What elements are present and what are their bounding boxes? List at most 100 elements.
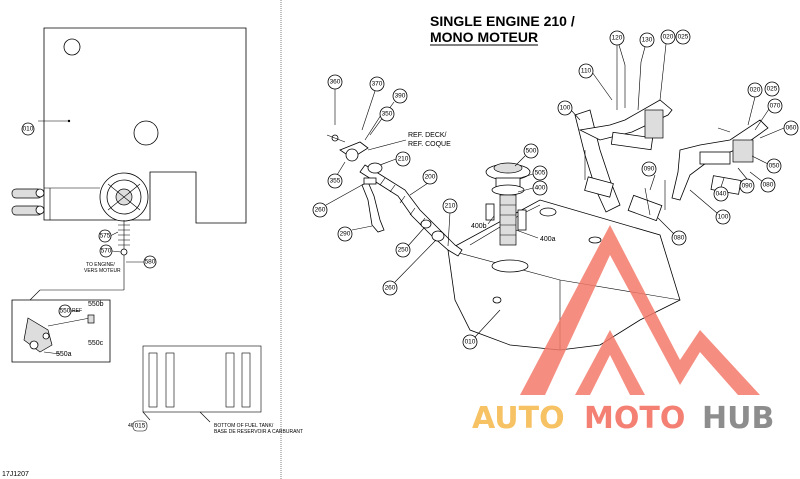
callout-080-lower-text: 080: [674, 235, 685, 242]
callout-550[interactable]: 550: [58, 304, 80, 318]
callout-100-upper-text: 100: [560, 105, 571, 112]
detail-box-550: [11, 299, 111, 363]
callout-010-right-text: 010: [465, 339, 476, 346]
callout-110-text: 110: [581, 68, 592, 75]
callout-575[interactable]: 575: [98, 229, 119, 243]
callout-505-text: 505: [535, 170, 546, 177]
callout-020-top[interactable]: 020: [660, 29, 676, 45]
callout-260-lower-text: 260: [385, 285, 396, 292]
callout-580[interactable]: 580: [126, 255, 157, 269]
callout-130[interactable]: 130: [639, 32, 655, 48]
callout-025-top-text: 025: [678, 34, 689, 41]
diagram-id: 17J1207: [2, 471, 29, 478]
callout-500-text: 500: [526, 148, 537, 155]
callout-130-text: 130: [642, 37, 653, 44]
callout-290[interactable]: 290: [337, 225, 373, 242]
callout-050[interactable]: 050: [751, 155, 782, 174]
callout-360[interactable]: 360: [327, 74, 343, 125]
callout-025-top[interactable]: 025: [675, 29, 691, 45]
callout-550-text: 550: [60, 308, 71, 315]
callout-250[interactable]: 250: [395, 227, 425, 258]
callout-390-text: 390: [395, 93, 406, 100]
callout-100-upper[interactable]: 100: [557, 100, 581, 121]
bracket-lower: [584, 119, 769, 222]
callout-080-lower[interactable]: 080: [657, 217, 687, 246]
callout-570[interactable]: 570: [99, 244, 122, 258]
callout-020-top-text: 020: [663, 34, 674, 41]
fuel-pump-assembly: [485, 162, 531, 246]
callout-210-lower-text: 210: [445, 203, 456, 210]
fuel-tank-top-view: [11, 27, 247, 270]
watermark-logo: AUTO MOTO HUB: [472, 225, 774, 436]
callout-400[interactable]: 400: [517, 180, 548, 196]
callout-090-upper[interactable]: 090: [641, 161, 657, 191]
callout-020-right[interactable]: 020: [747, 82, 763, 98]
callout-060-text: 060: [786, 125, 797, 132]
watermark-auto: AUTO: [472, 401, 565, 436]
callout-575-text: 575: [100, 233, 111, 240]
callout-210-upper-text: 210: [398, 156, 409, 163]
callout-090-lower[interactable]: 090: [737, 167, 755, 194]
callout-500[interactable]: 500: [514, 143, 539, 167]
watermark-hub: HUB: [702, 401, 774, 436]
ref-deck-label-2: REF. COQUE: [408, 141, 451, 148]
to-engine-label-2: VERS MOTEUR: [84, 268, 121, 274]
callout-020-right-text: 020: [750, 87, 761, 94]
callout-260-upper[interactable]: 260: [312, 184, 363, 218]
title-line-2: MONO MOTEUR: [430, 29, 538, 45]
callout-010-left-text: 010: [23, 126, 34, 133]
callout-100-lower-text: 100: [718, 214, 729, 221]
bracket-upper: [574, 60, 673, 213]
callout-010-left[interactable]: 010: [21, 122, 35, 136]
callout-360-text: 360: [330, 79, 341, 86]
callout-250-text: 250: [398, 247, 409, 254]
callout-370[interactable]: 370: [361, 76, 385, 131]
callout-210-lower[interactable]: 210: [442, 198, 458, 247]
callout-350-text: 350: [382, 111, 393, 118]
ref-deck-label-1: REF. DECK/: [408, 132, 447, 139]
callout-200[interactable]: 200: [409, 169, 438, 196]
callout-120-text: 120: [612, 35, 623, 42]
label-550b: 550b: [88, 301, 104, 308]
callout-040-text: 040: [716, 191, 727, 198]
label-400a: 400a: [540, 236, 556, 243]
bottom-tank-label-1: BOTTOM OF FUEL TANK/: [214, 423, 274, 429]
label-550c: 550c: [88, 340, 104, 347]
callout-400-text: 400: [535, 185, 546, 192]
callout-060[interactable]: 060: [759, 120, 799, 139]
callout-120[interactable]: 120: [609, 30, 625, 46]
filler-hose: [326, 134, 463, 257]
callout-100-lower[interactable]: 100: [689, 189, 731, 225]
callout-355[interactable]: 355: [327, 161, 346, 189]
ref-label: REF: [72, 308, 82, 314]
callout-110[interactable]: 110: [578, 63, 613, 101]
callout-260-upper-text: 260: [315, 207, 326, 214]
label-550a: 550a: [56, 351, 72, 358]
callout-090-lower-text: 090: [742, 183, 753, 190]
callout-080-right-text: 080: [763, 182, 774, 189]
callout-090-upper-text: 090: [644, 166, 655, 173]
callout-070-text: 070: [770, 103, 781, 110]
callout-570-text: 570: [101, 248, 112, 255]
callout-355-text: 355: [330, 178, 341, 185]
title-line-1: SINGLE ENGINE 210 /: [430, 13, 575, 29]
callout-050-text: 050: [769, 163, 780, 170]
callout-505[interactable]: 505: [519, 165, 548, 181]
callout-350[interactable]: 350: [364, 106, 395, 141]
callout-025-right[interactable]: 025: [764, 81, 780, 97]
watermark-moto: MOTO: [584, 401, 685, 436]
callout-210-upper[interactable]: 210: [379, 151, 411, 167]
label-46: 46: [128, 423, 134, 429]
callout-370-text: 370: [372, 81, 383, 88]
callout-010-right[interactable]: 010: [462, 309, 501, 350]
callout-200-text: 200: [425, 174, 436, 181]
to-engine-label-1: TO ENGINE/: [86, 262, 115, 268]
callout-260-lower[interactable]: 260: [382, 239, 437, 296]
callout-080-right[interactable]: 080: [749, 171, 776, 193]
label-015: 015: [135, 423, 146, 430]
callout-070[interactable]: 070: [754, 98, 783, 131]
callout-290-text: 290: [340, 231, 351, 238]
callout-040[interactable]: 040: [713, 177, 729, 202]
callout-025-right-text: 025: [767, 86, 778, 93]
